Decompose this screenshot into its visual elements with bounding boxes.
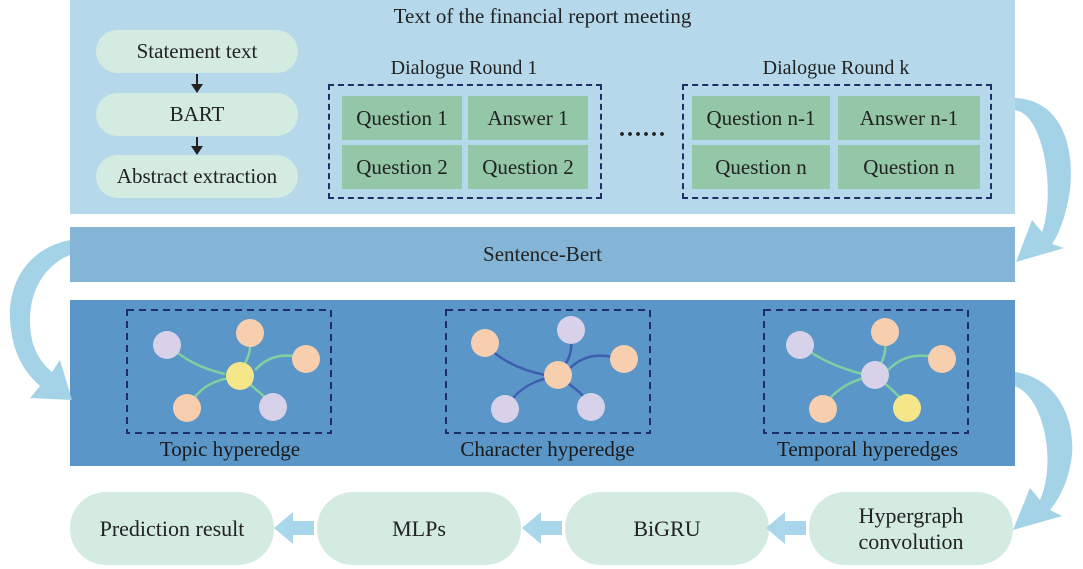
topic-hyperedge-box <box>126 309 332 434</box>
node-purple <box>259 393 287 421</box>
character-hyperedge-label: Character hyperedge <box>460 437 635 461</box>
curved-arrow-right-1-icon <box>1015 98 1071 262</box>
node-peach <box>809 395 837 423</box>
dialogue-round-k-box <box>682 84 992 199</box>
bigru-node: BiGRU <box>565 492 769 565</box>
node-yellow <box>893 394 921 422</box>
arrow-left-icon <box>522 512 562 544</box>
node-peach <box>610 345 638 373</box>
round1-question-1: Question 1 <box>342 96 462 140</box>
bart-node: BART <box>96 93 298 136</box>
character-hyperedge-box <box>445 309 651 434</box>
node-peach <box>871 318 899 346</box>
temporal-hyperedge-box <box>763 309 969 434</box>
roundk-question-n: Question n <box>692 145 830 189</box>
sentence-bert-label: Sentence-Bert <box>483 242 602 266</box>
node-purple <box>153 331 181 359</box>
arrow-left-icon <box>274 512 314 544</box>
roundk-question-n-1: Question n-1 <box>692 96 830 140</box>
temporal-hyperedges-label: Temporal hyperedges <box>776 437 959 461</box>
node-purple <box>786 331 814 359</box>
node-purple <box>557 316 585 344</box>
round1-question-2: Question 2 <box>342 145 462 189</box>
dialogue-round-1-label: Dialogue Round 1 <box>390 57 538 79</box>
topic-hyperedge-graph <box>153 319 320 422</box>
top-panel-title: Text of the financial report meeting <box>393 4 692 28</box>
hyperedge-boxes <box>126 309 969 434</box>
curved-arrow-right-2-icon <box>1013 372 1073 530</box>
rounds-ellipsis: ...... <box>619 116 667 142</box>
pipeline-arrows <box>191 74 203 155</box>
node-purple <box>491 395 519 423</box>
sentence-bert-bar <box>70 227 1015 282</box>
node-peach <box>928 345 956 373</box>
roundk-answer-n-1: Answer n-1 <box>838 96 980 140</box>
round1-answer-1: Answer 1 <box>468 96 588 140</box>
node-peach <box>544 361 572 389</box>
topic-hyperedge-label: Topic hyperedge <box>159 437 301 461</box>
node-peach <box>236 319 264 347</box>
hypergraph-panel <box>70 300 1015 466</box>
statement-text-node: Statement text <box>96 30 298 73</box>
temporal-hyperedge-graph <box>786 318 956 423</box>
abstract-extraction-node: Abstract extraction <box>96 155 298 198</box>
arrowhead-icon <box>191 146 203 155</box>
bottom-arrows <box>274 512 806 544</box>
dialogue-round-k-label: Dialogue Round k <box>762 57 910 79</box>
node-yellow <box>226 362 254 390</box>
arrowhead-icon <box>191 84 203 93</box>
curved-arrow-left-icon <box>9 240 72 400</box>
node-purple <box>861 361 889 389</box>
character-hyperedge-graph <box>471 316 638 423</box>
dialogue-round-1-box <box>328 84 602 199</box>
node-peach <box>173 394 201 422</box>
arrow-left-icon <box>766 512 806 544</box>
node-peach <box>471 329 499 357</box>
flow-arrows <box>9 98 1073 530</box>
node-peach <box>292 345 320 373</box>
prediction-result-node: Prediction result <box>70 492 274 565</box>
round1-question-2b: Question 2 <box>468 145 588 189</box>
hypergraph-convolution-node: Hypergraph convolution <box>809 492 1013 565</box>
roundk-question-n-b: Question n <box>838 145 980 189</box>
node-purple <box>577 393 605 421</box>
mlps-node: MLPs <box>317 492 521 565</box>
